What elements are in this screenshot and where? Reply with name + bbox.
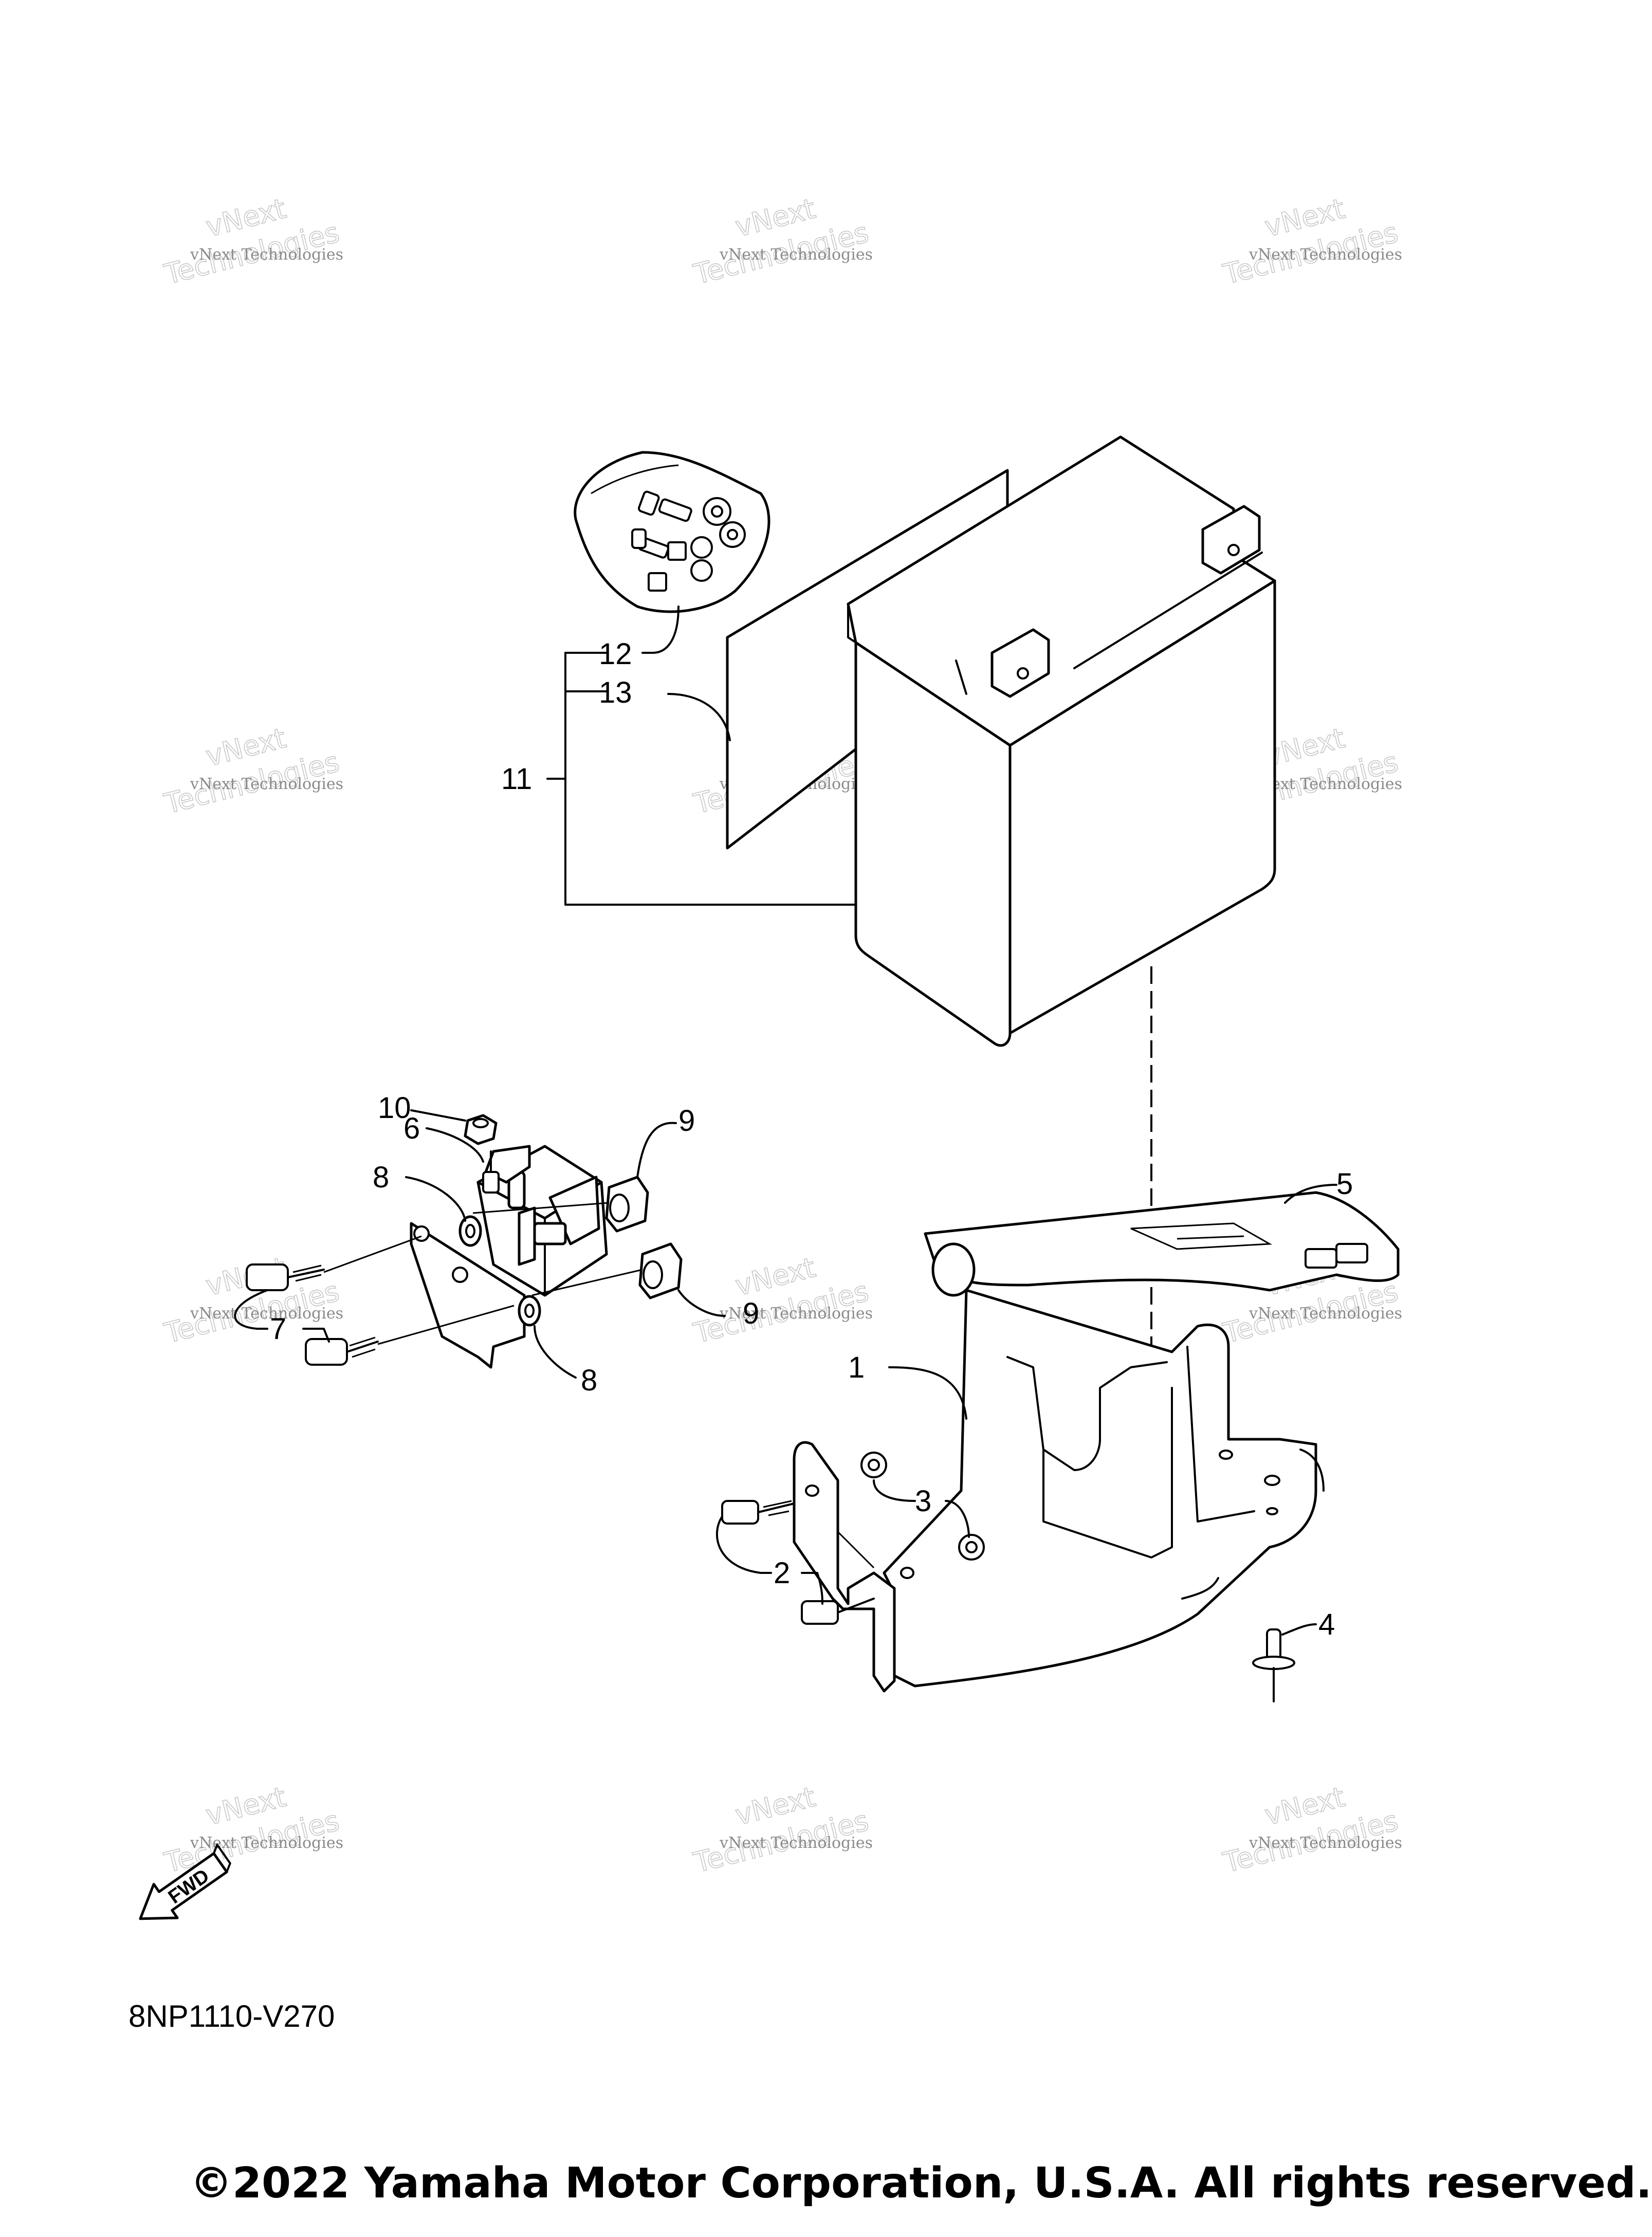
nut-icon: [958, 1534, 985, 1561]
alignment-line: [472, 1202, 610, 1214]
leader-4: [1281, 1623, 1317, 1636]
leader-10: [410, 1109, 466, 1122]
rivet-icon: [1252, 1628, 1295, 1702]
leader-13: [667, 693, 731, 741]
battery-holder: [793, 1289, 1325, 1693]
alignment-line: [377, 1305, 515, 1345]
watermark: Technologies vNext vNext Technologies: [1219, 1780, 1402, 1879]
terminal-screw-icon: [482, 1150, 500, 1194]
svg-text:vNext Technologies: vNext Technologies: [719, 246, 873, 264]
callout-2: 2: [774, 1556, 790, 1590]
square-nut-icon: [648, 572, 667, 592]
terminal-negative-icon: [990, 628, 1050, 698]
bolt-icon: [305, 1336, 379, 1366]
watermark: Technologies vNext vNext Technologies: [160, 192, 343, 291]
watermark: Technologies vNext vNext Technologies: [1219, 192, 1402, 291]
leader-8a: [405, 1176, 466, 1222]
washer-hole: [711, 505, 723, 518]
bolt-icon: [721, 1500, 795, 1525]
callout-7: 7: [270, 1312, 286, 1346]
nut-icon: [860, 1452, 887, 1478]
terminal-positive-icon: [1201, 505, 1261, 575]
watermark: Technologies vNext vNext Technologies: [690, 1780, 873, 1879]
callout-9b: 9: [743, 1297, 759, 1330]
svg-text:vNext Technologies: vNext Technologies: [1249, 246, 1402, 264]
leader-6: [426, 1127, 484, 1163]
leader-12: [641, 606, 680, 654]
diagram-code: 8NP1110-V270: [129, 1999, 335, 2033]
alignment-line: [531, 1269, 643, 1296]
callout-1: 1: [848, 1351, 865, 1384]
leader-2: [715, 1515, 772, 1574]
leader-3b: [945, 1500, 970, 1538]
svg-text:vNext Technologies: vNext Technologies: [1249, 1305, 1402, 1323]
grommet-icon: [518, 1295, 541, 1327]
watermark: Technologies vNext vNext Technologies: [160, 1780, 343, 1879]
callout-13: 13: [599, 676, 632, 709]
watermark: Technologies vNext vNext Technologies: [690, 192, 873, 291]
lock-washer-icon: [690, 559, 713, 582]
callout-5: 5: [1336, 1167, 1353, 1201]
terminal-hardware-bag: [574, 451, 770, 613]
leader-1: [888, 1366, 967, 1420]
battery: [847, 435, 1276, 1047]
callout-3: 3: [915, 1484, 931, 1518]
svg-text:vNext Technologies: vNext Technologies: [719, 1834, 873, 1852]
square-nut-icon: [667, 541, 687, 561]
leader-2b: [801, 1572, 823, 1605]
alignment-line: [323, 1235, 422, 1273]
watermark: Technologies vNext vNext Technologies: [160, 721, 343, 820]
callout-4: 4: [1318, 1608, 1335, 1641]
leader-8b: [534, 1325, 577, 1379]
svg-text:vNext Technologies: vNext Technologies: [190, 775, 343, 793]
callout-9a: 9: [678, 1104, 695, 1138]
bolt-icon: [246, 1263, 325, 1291]
svg-text:vNext Technologies: vNext Technologies: [1249, 1834, 1402, 1852]
leader-9b: [677, 1289, 726, 1317]
lock-washer-icon: [690, 536, 713, 559]
svg-text:vNext Technologies: vNext Technologies: [190, 1834, 343, 1852]
washer-hole: [727, 529, 738, 540]
battery-band: [924, 1191, 1400, 1297]
collar-icon: [638, 1242, 683, 1299]
callout-12: 12: [599, 637, 632, 671]
collar-icon: [605, 1176, 649, 1233]
leader-9a: [636, 1122, 677, 1178]
watermark: Technologies vNext vNext Technologies: [690, 1251, 873, 1350]
callout-6: 6: [403, 1112, 420, 1145]
nut-icon: [464, 1114, 498, 1145]
grommet-icon: [458, 1215, 482, 1247]
bolt-icon: [631, 528, 669, 559]
bolt-icon: [801, 1598, 875, 1625]
leader-3: [873, 1479, 916, 1502]
starter-relay: [476, 1145, 608, 1297]
svg-text:vNext Technologies: vNext Technologies: [190, 246, 343, 264]
watermark-grid: Technologies vNext vNext Technologies Te…: [160, 192, 1402, 1879]
callout-8a: 8: [373, 1161, 389, 1194]
svg-text:vNext Technologies: vNext Technologies: [719, 1305, 873, 1323]
callout-10: 10: [378, 1091, 411, 1125]
leader-7b: [302, 1328, 330, 1343]
parts-diagram: Technologies vNext vNext Technologies Te…: [139, 192, 1402, 1920]
callout-11: 11: [501, 762, 532, 796]
leader-7a: [234, 1289, 268, 1330]
copyright-notice: ©2022 Yamaha Motor Corporation, U.S.A. A…: [190, 2159, 1652, 2208]
leader-5: [1284, 1184, 1337, 1204]
bracket-11: [564, 652, 857, 906]
svg-text:vNext Technologies: vNext Technologies: [190, 1305, 343, 1323]
callout-8b: 8: [581, 1364, 597, 1397]
bolt-icon: [638, 490, 692, 522]
